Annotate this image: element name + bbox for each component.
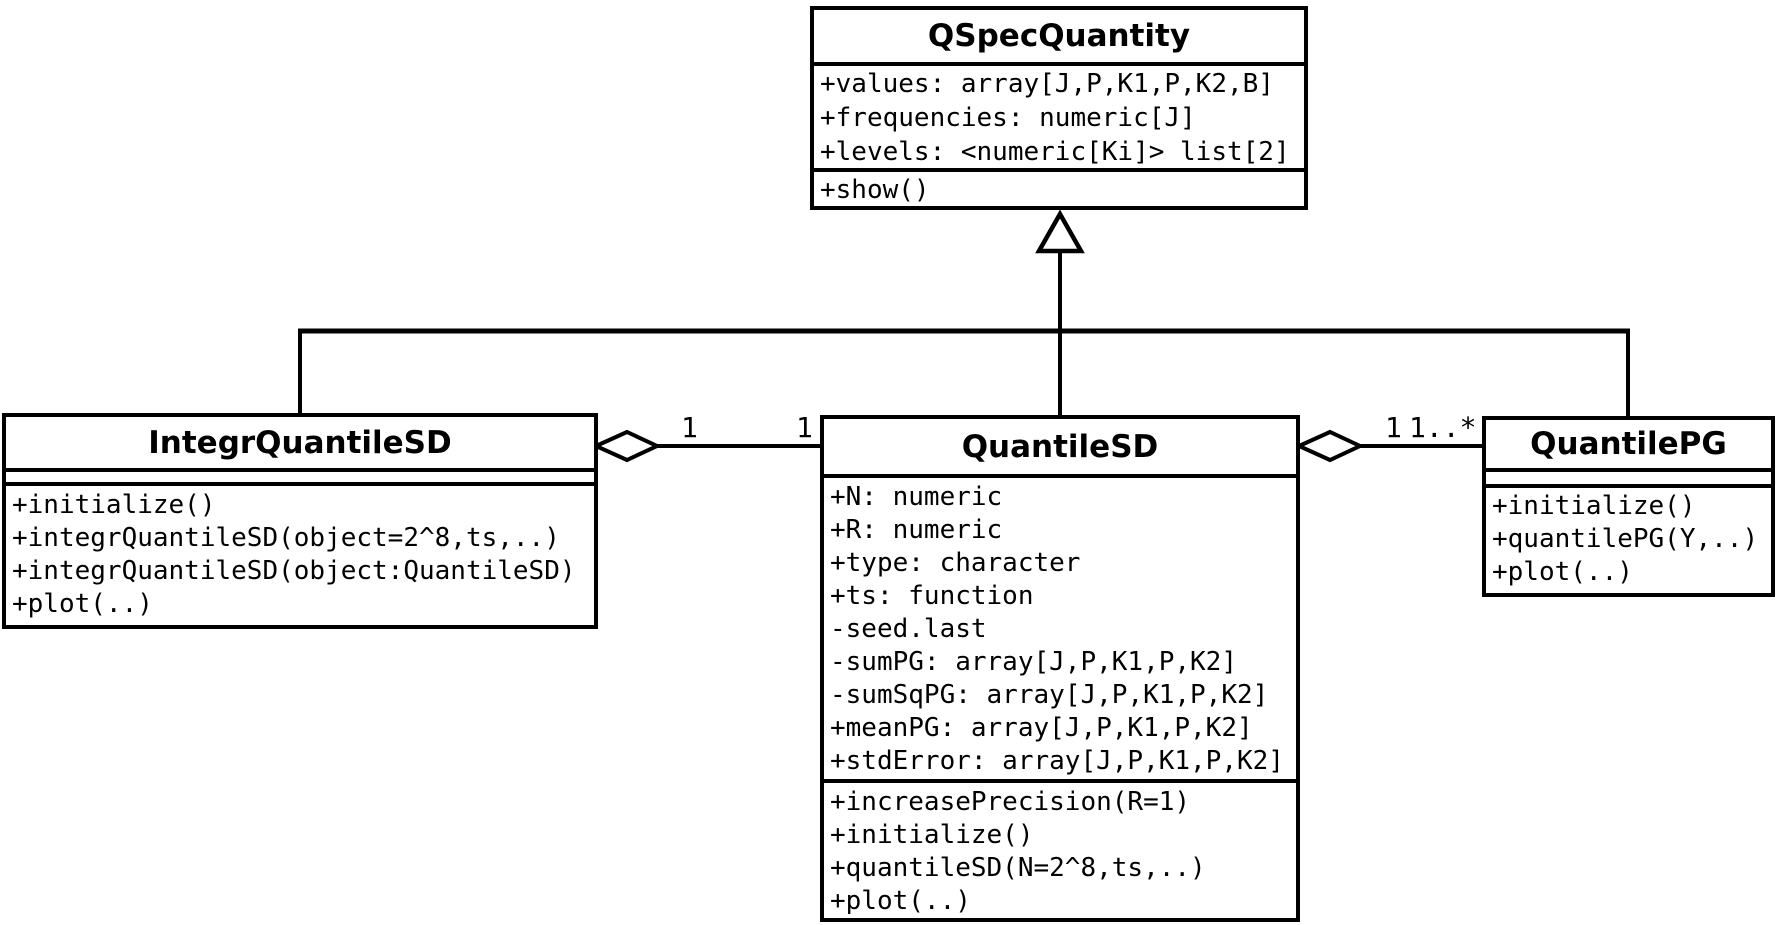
method-row: +increasePrecision(R=1) xyxy=(830,787,1191,817)
attribute-row: +levels: <numeric[Ki]> list[2] xyxy=(820,137,1290,167)
method-row: +initialize() xyxy=(830,820,1034,850)
class-box-integrquantilesd: IntegrQuantileSD +initialize() +integrQu… xyxy=(2,413,598,629)
attribute-row: +type: character xyxy=(830,548,1081,578)
attribute-row: +values: array[J,P,K1,P,K2,B] xyxy=(820,69,1274,99)
attribute-row: +meanPG: array[J,P,K1,P,K2] xyxy=(830,713,1253,743)
methods-compartment: +initialize() +integrQuantileSD(object=2… xyxy=(6,486,594,625)
attributes-compartment: +values: array[J,P,K1,P,K2,B] +frequenci… xyxy=(814,66,1304,172)
method-row: +plot(..) xyxy=(1492,557,1633,587)
class-box-quantilesd: QuantileSD +N: numeric +R: numeric +type… xyxy=(820,415,1300,922)
multiplicity-label: 1 xyxy=(796,411,813,444)
methods-compartment: +increasePrecision(R=1) +initialize() +q… xyxy=(824,783,1296,914)
attribute-row: -sumPG: array[J,P,K1,P,K2] xyxy=(830,647,1237,677)
method-row: +plot(..) xyxy=(830,886,971,914)
class-title: QuantilePG xyxy=(1486,420,1771,472)
method-row: +plot(..) xyxy=(12,589,153,619)
attribute-row: -seed.last xyxy=(830,614,987,644)
multiplicity-label: 1 xyxy=(681,411,698,444)
class-box-qspecquantity: QSpecQuantity +values: array[J,P,K1,P,K2… xyxy=(810,6,1308,210)
method-row: +quantileSD(N=2^8,ts,..) xyxy=(830,853,1206,883)
class-title: QSpecQuantity xyxy=(814,10,1304,66)
attribute-row: +frequencies: numeric[J] xyxy=(820,103,1196,133)
attribute-row: +R: numeric xyxy=(830,515,1003,545)
methods-compartment: +initialize() +quantilePG(Y,..) +plot(..… xyxy=(1486,488,1771,589)
method-row: +show() xyxy=(820,175,930,205)
methods-compartment: +show() xyxy=(814,172,1304,206)
class-box-quantilepg: QuantilePG +initialize() +quantilePG(Y,.… xyxy=(1482,416,1775,597)
method-row: +initialize() xyxy=(12,490,216,520)
left-aggregation-diamond-icon xyxy=(591,429,662,463)
method-row: +integrQuantileSD(object:QuantileSD) xyxy=(12,556,576,586)
attribute-row: -sumSqPG: array[J,P,K1,P,K2] xyxy=(830,680,1269,710)
attributes-compartment-empty xyxy=(6,472,594,486)
attribute-row: +ts: function xyxy=(830,581,1034,611)
method-row: +integrQuantileSD(object=2^8,ts,..) xyxy=(12,523,560,553)
attribute-row: +N: numeric xyxy=(830,482,1003,512)
class-title: QuantileSD xyxy=(824,419,1296,478)
class-title: IntegrQuantileSD xyxy=(6,417,594,472)
multiplicity-label: 1 xyxy=(1385,411,1402,444)
generalization-triangle-icon xyxy=(1035,209,1085,254)
attributes-compartment-empty xyxy=(1486,472,1771,488)
method-row: +initialize() xyxy=(1492,491,1696,521)
attributes-compartment: +N: numeric +R: numeric +type: character… xyxy=(824,478,1296,783)
attribute-row: +stdError: array[J,P,K1,P,K2] xyxy=(830,746,1284,776)
method-row: +quantilePG(Y,..) xyxy=(1492,524,1759,554)
multiplicity-label: 1..* xyxy=(1409,411,1477,444)
right-aggregation-diamond-icon xyxy=(1294,429,1365,463)
